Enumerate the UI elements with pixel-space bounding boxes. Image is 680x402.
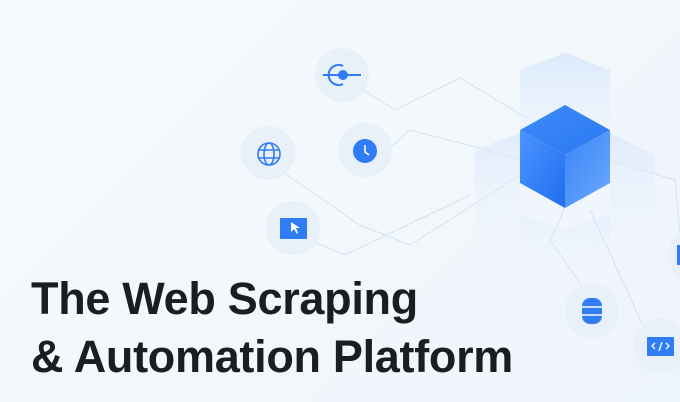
database-icon	[565, 284, 619, 338]
clock-icon	[338, 123, 392, 177]
cube-icon	[520, 105, 610, 208]
code-icon	[633, 318, 680, 372]
browser-cursor-icon	[266, 201, 320, 255]
headline-line-1: The Web Scraping	[31, 273, 418, 324]
globe-icon	[241, 126, 295, 180]
headline-line-2: & Automation Platform	[31, 331, 514, 382]
partial-icon	[668, 232, 680, 278]
api-connector-icon	[315, 48, 369, 102]
